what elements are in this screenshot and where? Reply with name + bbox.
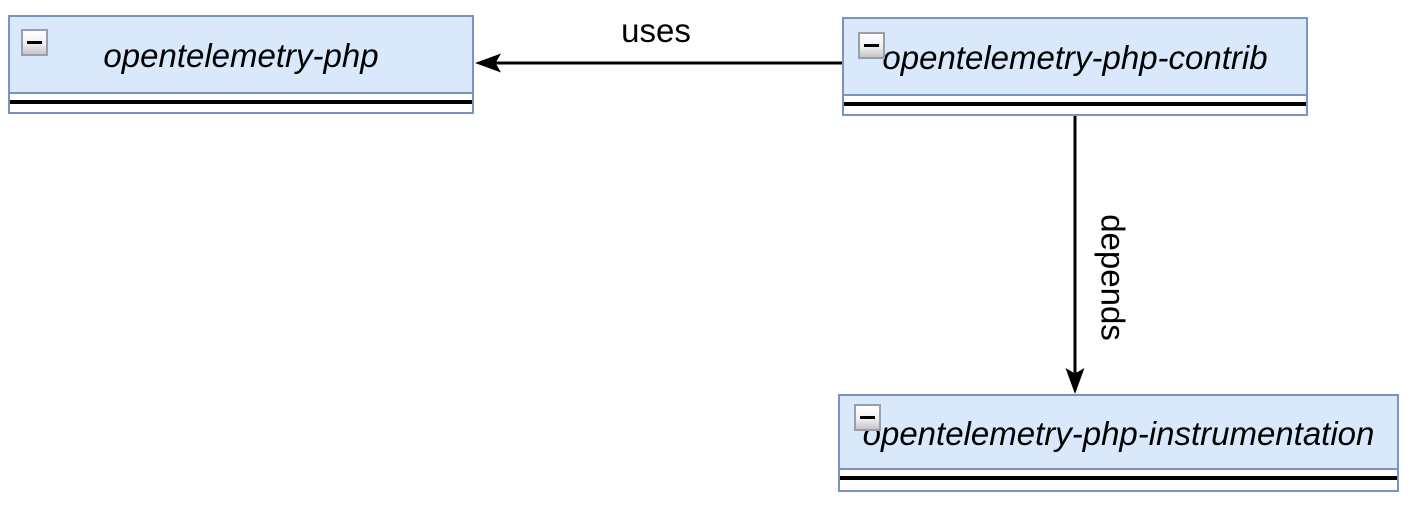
compartment-divider-line	[10, 100, 472, 104]
node-empty-compartment	[10, 94, 472, 112]
edge-uses-arrowhead	[475, 53, 501, 73]
node-opentelemetry-php-contrib[interactable]: opentelemetry-php-contrib	[842, 17, 1308, 116]
node-label: opentelemetry-php	[103, 37, 379, 74]
node-label: opentelemetry-php-contrib	[882, 39, 1268, 76]
minus-icon	[860, 416, 875, 419]
collapse-button[interactable]	[21, 29, 48, 56]
edge-label-depends: depends	[1094, 214, 1132, 341]
node-opentelemetry-php[interactable]: opentelemetry-php	[8, 15, 474, 114]
collapse-button[interactable]	[858, 32, 885, 59]
collapse-button[interactable]	[854, 404, 881, 431]
minus-icon	[27, 41, 42, 44]
node-opentelemetry-php-instrumentation[interactable]: opentelemetry-php-instrumentation	[838, 394, 1399, 492]
node-empty-compartment	[840, 470, 1397, 490]
node-title-bar: opentelemetry-php-instrumentation	[840, 396, 1397, 470]
node-title-bar: opentelemetry-php	[10, 17, 472, 94]
edge-depends-arrowhead	[1065, 368, 1085, 394]
minus-icon	[864, 44, 879, 47]
edge-label-uses: uses	[621, 12, 691, 49]
node-empty-compartment	[844, 96, 1306, 114]
compartment-divider-line	[840, 476, 1397, 480]
node-title-bar: opentelemetry-php-contrib	[844, 19, 1306, 96]
node-label: opentelemetry-php-instrumentation	[862, 414, 1375, 452]
compartment-divider-line	[844, 102, 1306, 106]
